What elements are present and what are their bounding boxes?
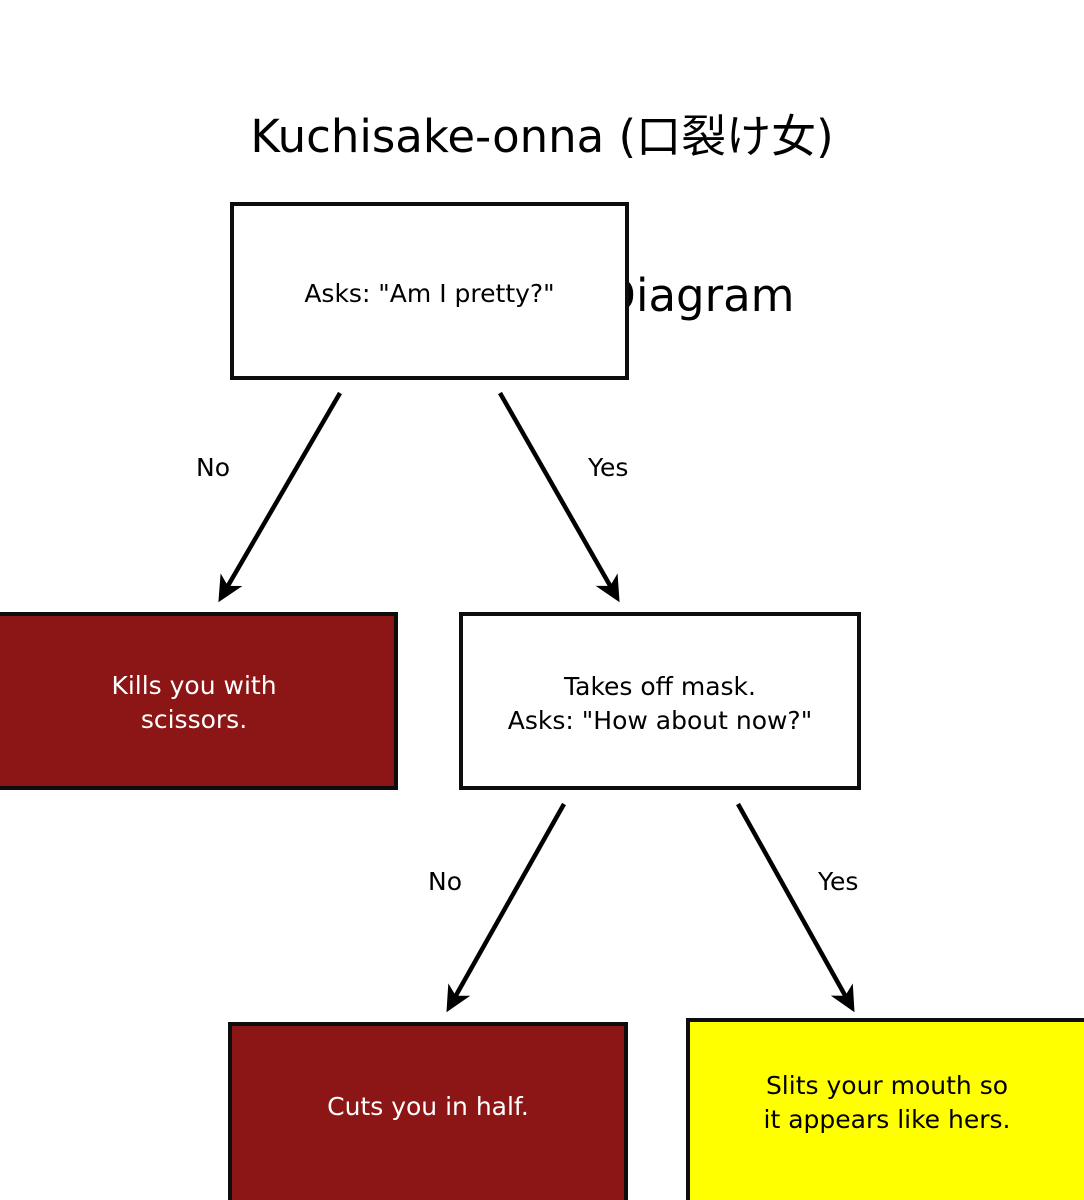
- connector-no-2: [446, 802, 566, 1013]
- node-ask-pretty[interactable]: Asks: "Am I pretty?": [230, 202, 629, 380]
- edge-label-yes-2: Yes: [818, 867, 859, 896]
- node-cuts-in-half-label: Cuts you in half.: [327, 1092, 529, 1121]
- edge-label-no-1: No: [196, 453, 230, 482]
- title-line-1: Kuchisake-onna (口裂け女): [250, 110, 834, 163]
- connector-yes-2: [736, 802, 855, 1013]
- node-takes-off-mask[interactable]: Takes off mask. Asks: "How about now?": [459, 612, 861, 790]
- node-cuts-in-half[interactable]: Cuts you in half.: [228, 1022, 628, 1200]
- node-ask-pretty-label: Asks: "Am I pretty?": [304, 279, 555, 308]
- node-slits-mouth[interactable]: Slits your mouth so it appears like hers…: [686, 1018, 1084, 1200]
- edge-label-yes-1: Yes: [588, 453, 629, 482]
- node-kills-scissors-label: Kills you with scissors.: [111, 671, 277, 734]
- node-slits-mouth-label: Slits your mouth so it appears like hers…: [763, 1071, 1011, 1134]
- node-kills-scissors[interactable]: Kills you with scissors.: [0, 612, 398, 790]
- node-takes-off-mask-label: Takes off mask. Asks: "How about now?": [507, 672, 813, 735]
- edge-label-no-2: No: [428, 867, 462, 896]
